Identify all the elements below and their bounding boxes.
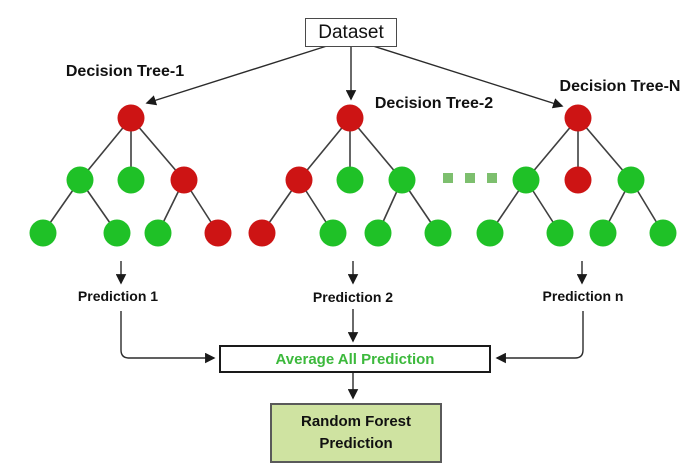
ellipsis-dot <box>465 173 475 183</box>
predictionN-label: Prediction n <box>542 288 624 304</box>
elbow-predictionN-to-average <box>495 311 584 364</box>
result-label-line1: Random Forest <box>300 413 411 431</box>
elbow-prediction1-to-average <box>120 311 216 364</box>
tree-node-red <box>336 104 364 132</box>
ellipsis-dot <box>443 173 453 183</box>
result-label-line2: Prediction <box>319 435 393 452</box>
tree-node-green <box>617 166 645 194</box>
decision-tree-1 <box>29 104 232 247</box>
decision-tree-3 <box>476 104 677 247</box>
tree-node-green <box>364 219 392 247</box>
average-all-prediction-box: Average All Prediction <box>219 345 491 373</box>
treeN-label: Decision Tree-N <box>559 78 681 95</box>
arrow-dataset-to-treeN <box>372 45 564 109</box>
tree-node-green <box>103 219 131 247</box>
tree-edge <box>130 117 185 181</box>
tree-node-green <box>388 166 416 194</box>
tree-node-red <box>248 219 276 247</box>
tree-node-green <box>589 219 617 247</box>
dataset-box: Dataset <box>305 18 397 47</box>
tree-node-green <box>649 219 677 247</box>
random-forest-prediction-box: Random Forest Prediction <box>270 403 442 463</box>
prediction1-label: Prediction 1 <box>77 288 159 304</box>
tree-node-red <box>170 166 198 194</box>
tree-node-green <box>66 166 94 194</box>
decision-tree-2 <box>248 104 452 247</box>
tree-node-red <box>564 166 592 194</box>
trees-layer <box>29 104 677 247</box>
average-all-prediction-label: Average All Prediction <box>275 350 435 368</box>
tree-node-green <box>512 166 540 194</box>
tree-node-red <box>204 219 232 247</box>
tree-node-green <box>117 166 145 194</box>
arrow-dataset-to-tree1 <box>145 44 331 106</box>
tree-node-green <box>319 219 347 247</box>
ellipsis-dots <box>443 173 497 183</box>
tree-node-green <box>336 166 364 194</box>
prediction2-label: Prediction 2 <box>312 289 394 305</box>
tree-edge <box>577 117 632 181</box>
tree-node-red <box>117 104 145 132</box>
tree2-label: Decision Tree-2 <box>374 95 494 112</box>
ellipsis-dot <box>487 173 497 183</box>
tree-node-red <box>285 166 313 194</box>
tree-node-green <box>546 219 574 247</box>
tree-node-green <box>144 219 172 247</box>
tree-node-green <box>476 219 504 247</box>
tree-node-red <box>564 104 592 132</box>
dataset-label: Dataset <box>318 21 384 43</box>
tree-node-green <box>29 219 57 247</box>
tree1-label: Decision Tree-1 <box>65 63 185 80</box>
tree-node-green <box>424 219 452 247</box>
